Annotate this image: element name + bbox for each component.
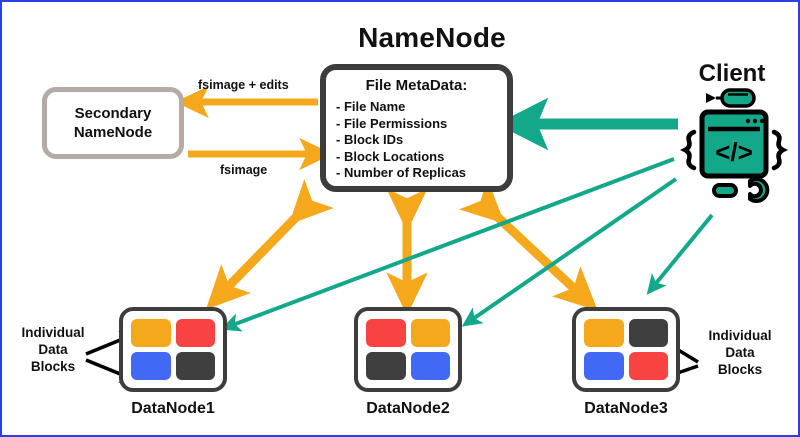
datanode-1 [119, 307, 227, 392]
arrow-namenode-datanode3 [459, 179, 598, 311]
secondary-namenode-line2: NameNode [73, 124, 153, 141]
caption-line: Blocks [717, 362, 763, 377]
metadata-item: - Number of Replicas [336, 165, 467, 180]
namenode-title: NameNode [358, 22, 506, 53]
mouse-pointer-icon [706, 88, 756, 108]
secondary-namenode-line1: Secondary [74, 105, 152, 122]
caption-line: Individual [708, 328, 772, 343]
svg-text:</>: </> [715, 137, 753, 167]
file-metadata-heading: File MetaData: [365, 77, 468, 94]
secondary-namenode-box: Secondary NameNode [42, 87, 184, 159]
arrow-namenode-datanode1 [205, 179, 334, 310]
data-block [131, 319, 171, 347]
data-block [366, 352, 406, 380]
individual-data-blocks-left-caption: Individual Data Blocks [10, 324, 96, 375]
client-title: Client [698, 60, 766, 87]
gear-icon [679, 129, 697, 171]
datanode-3 [572, 307, 680, 392]
caption-line: Blocks [30, 359, 76, 374]
caption-line: Data [38, 342, 68, 357]
data-block [584, 319, 624, 347]
data-block [175, 319, 215, 347]
datanode-3-label: DataNode3 [584, 400, 668, 417]
client-icon: </> [678, 86, 790, 208]
caption-line: Data [725, 345, 755, 360]
metadata-item: - Block Locations [336, 148, 445, 164]
data-block [175, 352, 215, 380]
metadata-item: - Block IDs [336, 132, 404, 147]
data-block [584, 352, 624, 380]
caption-line: Individual [21, 325, 85, 340]
metadata-item: - File Name [336, 99, 406, 114]
wrench-icon [712, 177, 770, 203]
datanode-1-label: DataNode1 [131, 400, 215, 417]
arrow-client-datanode2 [461, 177, 678, 327]
metadata-item: - File Permissions [336, 115, 448, 131]
data-block [131, 352, 171, 380]
datanode-2-label: DataNode2 [366, 400, 450, 417]
code-window-icon: </> [699, 109, 769, 179]
data-block [410, 319, 450, 347]
data-block [410, 352, 450, 380]
individual-data-blocks-right-caption: Individual Data Blocks [697, 327, 783, 378]
data-block [628, 319, 668, 347]
label-fsimage: fsimage [220, 163, 268, 177]
data-block [366, 319, 406, 347]
file-metadata-list: - File Name - File Permissions - Block I… [336, 99, 507, 182]
datanode-2 [354, 307, 462, 392]
data-block [628, 352, 668, 380]
arrow-client-datanode3 [646, 213, 714, 295]
label-fsimage-plus-edits: fsimage + edits [198, 78, 289, 92]
file-metadata-box: File MetaData: - File Name - File Permis… [320, 64, 513, 192]
gear-icon [771, 129, 789, 171]
secondary-namenode-label: Secondary NameNode [74, 104, 152, 142]
